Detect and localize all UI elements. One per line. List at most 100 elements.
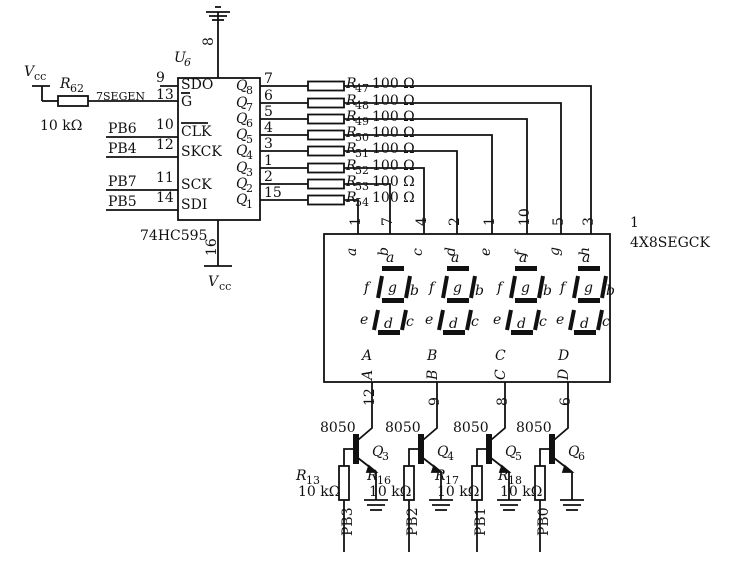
output-sub: 7 — [246, 101, 253, 114]
transistor-name: Q — [568, 444, 580, 460]
transistor-base-bar — [418, 434, 424, 464]
seg-label-g: g — [388, 280, 397, 296]
resistor-sub: 51 — [355, 147, 369, 160]
port-label: PB2 — [405, 507, 421, 536]
segment-b — [404, 275, 412, 299]
transistor-name: Q — [437, 444, 449, 460]
pin-number: 10 — [517, 208, 533, 226]
seg-label-a: a — [582, 250, 590, 266]
base-wire — [408, 448, 418, 466]
chip-pin-name: SDI — [181, 197, 207, 213]
seg-label-f: f — [363, 280, 372, 296]
seg-label-c: c — [539, 314, 547, 330]
resistor-name: R — [345, 190, 357, 206]
resistor-wire — [344, 102, 562, 234]
resistor-wire — [344, 134, 493, 234]
enable-resistor-value: 10 kΩ — [40, 118, 82, 134]
output-pin-number: 3 — [264, 136, 273, 152]
display-pin-b: 7b — [376, 217, 396, 256]
resistor-body — [307, 194, 345, 206]
seg-label-a: a — [451, 250, 459, 266]
chip-part-number: 74HC595 — [140, 228, 207, 244]
output-name: Q — [236, 111, 248, 127]
chip-output-q2: Q22 — [236, 169, 308, 195]
chip-output-q7: Q76 — [236, 88, 308, 114]
resistor-value: 100 Ω — [372, 76, 415, 92]
display-pin-g: 5g — [547, 217, 567, 256]
display-pin-d: 2d — [443, 217, 463, 256]
resistor-sub: 50 — [355, 131, 369, 144]
transistor-name: Q — [505, 444, 517, 460]
seg-label-d: d — [580, 316, 589, 332]
segment-g — [578, 298, 600, 303]
net-label: PB7 — [108, 174, 137, 190]
chip-pin-name: SKCK — [181, 144, 222, 160]
enable-resistor — [57, 95, 89, 107]
seg-label-g: g — [584, 280, 593, 296]
segment-c — [400, 309, 408, 331]
seg-label-f: f — [559, 280, 568, 296]
emitter-arrow — [561, 464, 575, 473]
resistor-name: R — [366, 468, 378, 484]
seg-label-c: c — [602, 314, 610, 330]
digit-common-label: B — [425, 370, 441, 381]
resistor-sub: 48 — [355, 99, 369, 112]
digit-name: B — [426, 348, 437, 364]
seg-label-e: e — [493, 312, 501, 328]
resistor-sub: 18 — [508, 474, 522, 487]
base-wire — [476, 448, 486, 466]
chip-pin-number: 13 — [156, 87, 174, 103]
chip-pin-name: SDO — [181, 77, 213, 93]
segment-e — [372, 309, 380, 331]
collector-wire — [357, 382, 373, 441]
resistor-value: 100 Ω — [372, 93, 415, 109]
transistor-sub: 4 — [447, 450, 454, 463]
segment-g — [447, 298, 469, 303]
segment-d — [574, 330, 596, 335]
pin-segment: f — [513, 248, 529, 257]
segment-f — [376, 275, 384, 299]
digit-common-label: A — [360, 370, 376, 382]
resistor-wire — [344, 199, 359, 234]
pin-number: 3 — [581, 217, 597, 226]
resistor-body — [307, 97, 345, 109]
transistor-type: 8050 — [453, 420, 489, 436]
port-label: PB3 — [340, 507, 356, 536]
chip-pin-number: 9 — [156, 70, 165, 86]
resistor-sub: 13 — [306, 474, 320, 487]
transistor-sub: 5 — [515, 450, 522, 463]
output-pin-number: 15 — [264, 185, 282, 201]
vcc-top-label: V — [24, 64, 36, 80]
collector-wire — [553, 382, 569, 441]
output-name: Q — [236, 143, 248, 159]
resistor-wire — [344, 118, 528, 234]
digit-name: A — [360, 348, 372, 364]
resistor-wire — [344, 85, 592, 234]
resistor-sub: 16 — [377, 474, 391, 487]
output-sub: 5 — [246, 133, 253, 146]
transistor-name: Q — [372, 444, 384, 460]
seg-label-e: e — [360, 312, 368, 328]
collector-wire — [490, 382, 506, 441]
chip-ref: U — [174, 50, 187, 66]
net-label: PB6 — [108, 121, 137, 137]
vcc-top-sub: cc — [34, 70, 46, 83]
resistor-value: 10 kΩ — [437, 484, 479, 500]
chip-pin-name: SCK — [181, 177, 212, 193]
chip-output-q5: Q54 — [236, 120, 308, 146]
chip-pin-number: 11 — [156, 170, 174, 186]
display-part: 4X8SEGCK — [630, 235, 710, 251]
resistor-name: R — [345, 141, 357, 157]
segment-g — [382, 298, 404, 303]
